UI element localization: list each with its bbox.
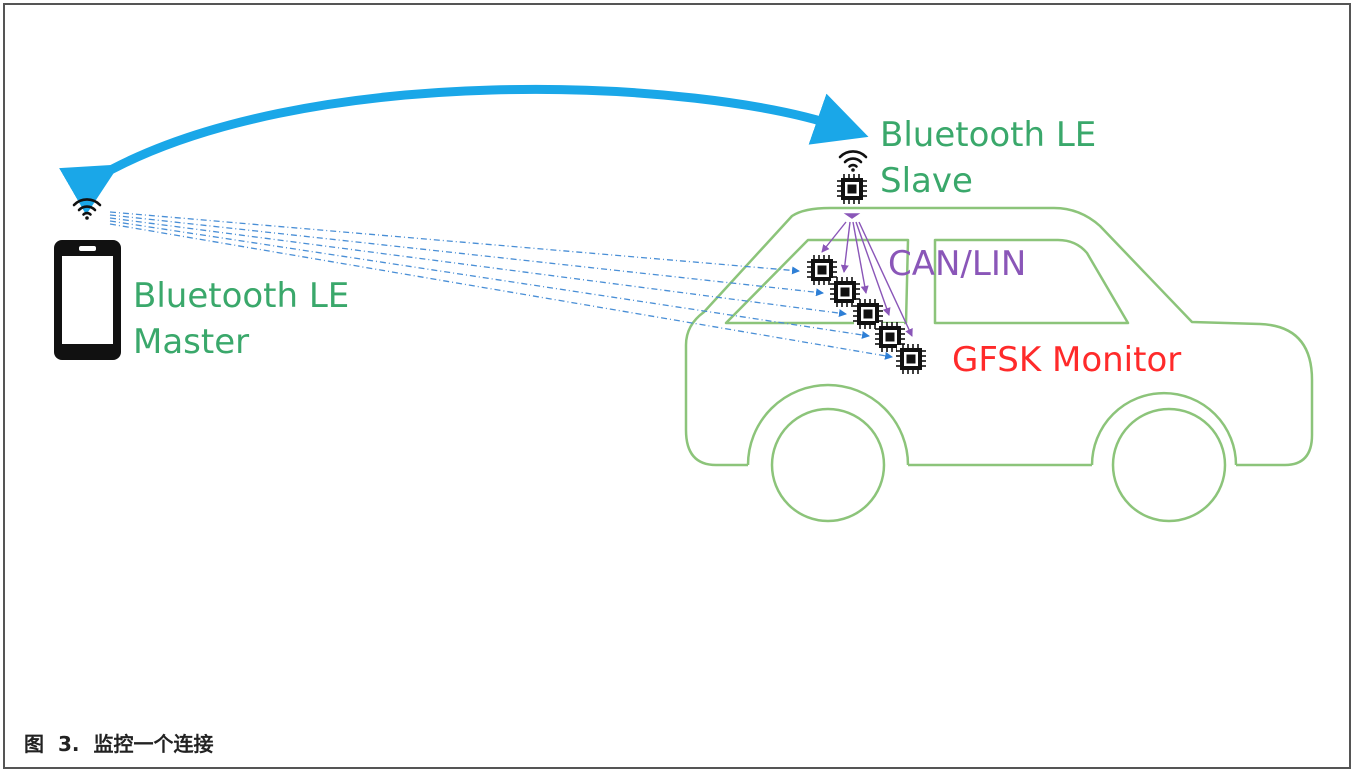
slave-label-line1: Bluetooth LE (880, 112, 1096, 158)
slave-wifi-icon (840, 151, 866, 171)
caption-number: 3. (58, 732, 80, 756)
master-label-line2: Master (133, 319, 349, 365)
slave-label: Bluetooth LE Slave (880, 112, 1096, 204)
master-label: Bluetooth LE Master (133, 273, 349, 365)
monitor-chip-icon-5 (896, 344, 926, 374)
link-arrow (96, 89, 843, 178)
can-lin-label: CAN/LIN (888, 244, 1026, 284)
gfsk-monitor-label: GFSK Monitor (952, 340, 1181, 380)
figure-caption: 图 3. 监控一个连接 (24, 728, 228, 757)
master-label-line1: Bluetooth LE (133, 273, 349, 319)
slave-chip-icon (837, 174, 867, 204)
slave-label-line2: Slave (880, 158, 1096, 204)
caption-text: 监控一个连接 (94, 732, 214, 756)
master-wifi-icon (74, 199, 100, 219)
phone-icon (54, 240, 121, 360)
caption-figure: 图 (24, 732, 44, 756)
